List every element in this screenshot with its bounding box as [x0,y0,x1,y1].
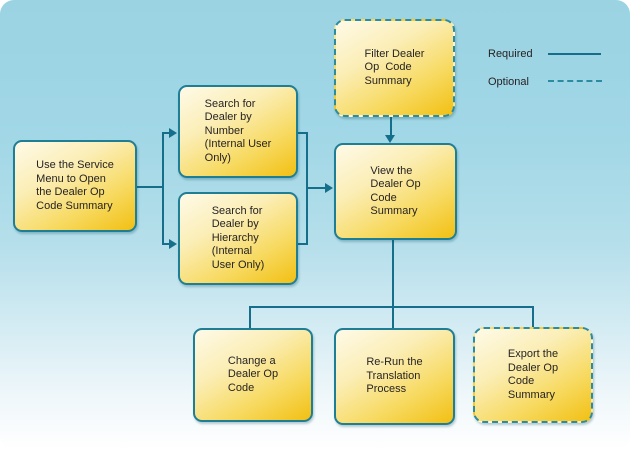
legend-optional-line-sample [548,80,602,82]
node-use-service-menu-label: Use the Service Menu to Open the Dealer … [36,159,114,212]
connector-search-hierarchy-out [298,243,308,245]
arrowhead-down-icon [385,135,395,143]
node-export-dealer-op-code-summary: Export the Dealer Op Code Summary [473,327,593,423]
connector-stub-to-search-number [162,132,170,134]
node-rerun-translation-process: Re-Run the Translation Process [334,328,455,425]
node-view-dealer-op-code-summary: View the Dealer Op Code Summary [334,143,457,240]
node-filter-dealer-op-code-summary: Filter Dealer Op Code Summary [334,19,455,117]
legend-required-line-sample [548,53,601,55]
legend-required-label: Required [488,48,533,60]
node-rerun-translation-process-label: Re-Run the Translation Process [366,356,423,396]
node-search-dealer-by-number-label: Search for Dealer by Number (Internal Us… [204,97,272,164]
node-change-dealer-op-code: Change a Dealer Op Code [193,328,313,422]
connector-bottom-horizontal-bar [249,306,534,308]
node-filter-dealer-op-code-summary-label: Filter Dealer Op Code Summary [364,47,425,87]
node-use-service-menu: Use the Service Menu to Open the Dealer … [13,140,137,232]
connector-view-to-bottom-bar [392,240,394,328]
arrowhead-right-icon [169,128,177,138]
connector-filter-to-view [390,117,392,137]
connector-stub-to-search-hierarchy [162,243,170,245]
arrowhead-right-icon [325,183,333,193]
node-change-dealer-op-code-label: Change a Dealer Op Code [227,354,279,394]
node-search-dealer-by-number: Search for Dealer by Number (Internal Us… [178,85,298,178]
arrowhead-right-icon [169,239,177,249]
connector-drop-to-export [532,306,534,327]
node-view-dealer-op-code-summary-label: View the Dealer Op Code Summary [370,164,421,218]
connector-drop-to-change [249,306,251,329]
connector-search-number-out [298,132,308,134]
connector-left-branch-vertical [162,132,164,245]
node-export-dealer-op-code-summary-label: Export the Dealer Op Code Summary [507,348,559,401]
node-search-dealer-by-hierarchy: Search for Dealer by Hierarchy (Internal… [178,192,298,285]
legend-optional-label: Optional [488,76,529,88]
connector-service-to-branch [137,186,163,188]
connector-branch-to-view [306,187,326,189]
node-search-dealer-by-hierarchy-label: Search for Dealer by Hierarchy (Internal… [211,204,265,271]
